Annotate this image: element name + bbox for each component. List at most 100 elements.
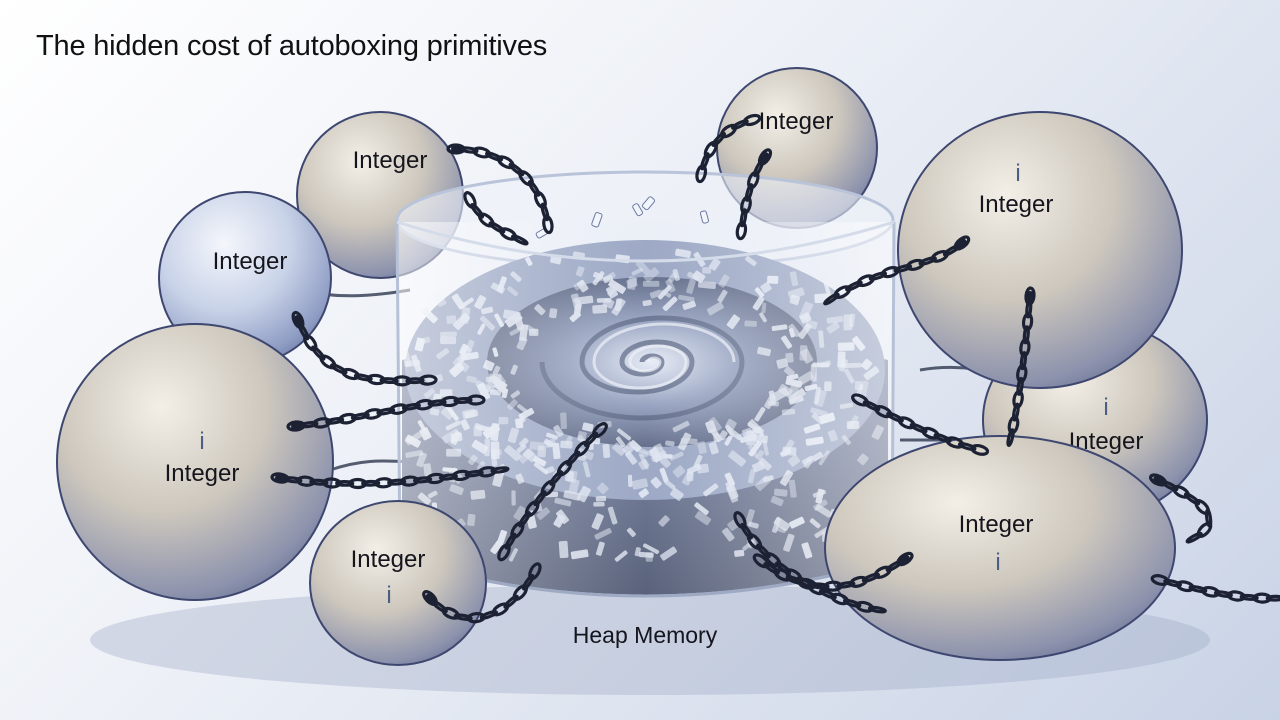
chain-link bbox=[740, 522, 753, 540]
chain-link bbox=[583, 431, 599, 447]
chain-link bbox=[886, 411, 904, 423]
chain-link bbox=[763, 562, 780, 575]
chain-link bbox=[527, 180, 541, 197]
chain-link bbox=[508, 162, 525, 177]
chain-link bbox=[836, 581, 856, 589]
chain-link bbox=[566, 450, 581, 466]
chain-link bbox=[503, 594, 519, 609]
chain-link bbox=[466, 394, 486, 406]
ball-label: Integer bbox=[979, 191, 1054, 218]
chain-link bbox=[453, 613, 473, 622]
chain-link bbox=[361, 479, 381, 487]
chain-link bbox=[438, 473, 458, 481]
chain-link bbox=[497, 543, 511, 562]
chain-link bbox=[862, 400, 881, 412]
chain-link bbox=[735, 221, 748, 241]
chain-link bbox=[1185, 531, 1203, 544]
chain-link bbox=[330, 363, 348, 375]
chain-link bbox=[1213, 590, 1233, 598]
chain-link bbox=[488, 221, 506, 234]
diagram-title: The hidden cost of autoboxing primitives bbox=[36, 30, 548, 62]
chain-link bbox=[549, 470, 564, 486]
ball-label: Integer bbox=[165, 460, 240, 487]
chain-link bbox=[309, 478, 329, 486]
ball-mid-left: Integer bbox=[158, 191, 332, 365]
chain-link bbox=[700, 152, 710, 171]
chain-link bbox=[311, 345, 326, 361]
chain-link bbox=[405, 377, 425, 385]
chain-link bbox=[867, 605, 887, 614]
i-glyph-icon: i bbox=[995, 549, 1000, 576]
chain-link bbox=[796, 576, 814, 589]
chain-link bbox=[845, 280, 863, 292]
chain-link bbox=[413, 476, 433, 484]
chain-link bbox=[1163, 578, 1182, 588]
chain-link bbox=[744, 183, 754, 202]
chain-link bbox=[376, 407, 396, 416]
chain-link bbox=[298, 322, 310, 341]
i-glyph-icon: i bbox=[1103, 394, 1108, 421]
ball-large-left: i Integer bbox=[56, 323, 334, 601]
chain-link bbox=[942, 244, 960, 257]
chains-front bbox=[270, 113, 1280, 624]
chain-link bbox=[1160, 480, 1179, 492]
chain-link bbox=[485, 151, 504, 162]
chain-link bbox=[711, 131, 726, 147]
chain-link bbox=[470, 203, 485, 219]
chain-link bbox=[459, 146, 479, 154]
chain-link bbox=[823, 292, 840, 306]
chain-link bbox=[511, 234, 529, 246]
chain-link bbox=[970, 443, 990, 456]
chain-link bbox=[283, 476, 303, 484]
chain-link bbox=[695, 164, 708, 184]
chain-link bbox=[868, 271, 888, 281]
chain-link bbox=[1239, 593, 1259, 601]
chain-anchors bbox=[275, 144, 1163, 603]
chain-link bbox=[540, 202, 550, 222]
ball-label: Integer bbox=[353, 147, 428, 174]
chain-link bbox=[504, 532, 517, 550]
chain-link bbox=[1022, 325, 1030, 345]
ball-label: Integer bbox=[213, 248, 288, 275]
i-glyph-icon: i bbox=[199, 428, 204, 455]
chain-link bbox=[893, 264, 913, 273]
chain-link bbox=[957, 442, 977, 451]
chain-link bbox=[521, 573, 535, 591]
chain-link bbox=[464, 469, 484, 478]
chain-link bbox=[387, 478, 407, 486]
chain-link bbox=[1019, 351, 1028, 371]
chain-link bbox=[533, 490, 547, 507]
chain-link bbox=[353, 373, 373, 382]
ball-large-top-right: i Integer bbox=[897, 111, 1183, 389]
chain-link bbox=[774, 561, 792, 575]
ball-bottom-right: Integer i bbox=[824, 435, 1176, 661]
chain-link bbox=[1012, 402, 1020, 422]
chain-link bbox=[752, 553, 770, 569]
chain-link bbox=[401, 402, 421, 411]
chain-link bbox=[542, 215, 554, 235]
chain-link bbox=[1016, 376, 1024, 396]
heap-memory-label: Heap Memory bbox=[573, 622, 718, 648]
chain-link bbox=[427, 399, 447, 407]
chain-link bbox=[755, 543, 771, 559]
chain-link bbox=[479, 610, 498, 620]
chain-link bbox=[1006, 428, 1015, 447]
chain-link bbox=[818, 588, 837, 600]
chain-link bbox=[752, 159, 765, 178]
chain-link bbox=[325, 417, 345, 425]
ball-label: Integer bbox=[959, 511, 1034, 538]
ball-label: Integer bbox=[759, 108, 834, 135]
chain-link bbox=[731, 119, 749, 130]
chain-link bbox=[1265, 594, 1280, 602]
heap-memory-container bbox=[395, 170, 896, 598]
chain-link bbox=[431, 600, 448, 614]
chain-link bbox=[918, 256, 937, 266]
chain-link bbox=[490, 466, 510, 474]
chain-link bbox=[350, 412, 370, 421]
chain-link bbox=[418, 374, 438, 386]
chain-link bbox=[909, 422, 928, 434]
i-glyph-icon: i bbox=[386, 582, 391, 609]
chain-link bbox=[379, 377, 399, 385]
ball-label: Integer bbox=[351, 546, 426, 573]
